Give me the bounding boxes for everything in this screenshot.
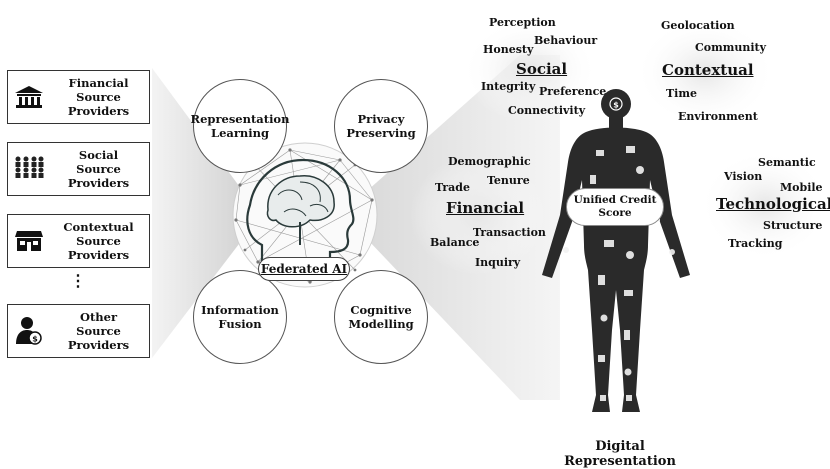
technological-category-title: Technological: [716, 195, 830, 213]
technological-word: Mobile: [780, 181, 823, 194]
contextual-word: Community: [695, 41, 767, 54]
more-providers-ellipsis: ⋮: [70, 271, 86, 290]
svg-text:$: $: [32, 335, 38, 344]
financial-category-title: Financial: [446, 199, 525, 217]
bank-icon: [10, 85, 48, 109]
dollar-coin-icon: $: [609, 97, 623, 111]
financial-word: Demographic: [448, 155, 531, 168]
financial-word: Tenure: [487, 174, 530, 187]
brain-network-icon: [232, 142, 378, 288]
technological-word: Structure: [763, 219, 823, 232]
social-category-title: Social: [516, 60, 568, 78]
financial-glow: [410, 155, 546, 275]
contextual-category-title: Contextual: [662, 61, 754, 79]
technological-word: Vision: [724, 170, 763, 183]
figure-texture: [563, 98, 675, 401]
contextual-word: Geolocation: [661, 19, 735, 32]
contextual-word: Environment: [678, 110, 758, 123]
technological-word: Tracking: [728, 237, 783, 250]
financial-word: Transaction: [473, 226, 546, 239]
financial-provider-box: Financial Source Providers: [7, 70, 150, 124]
contextual-glow: [635, 17, 775, 127]
technological-glow: [700, 150, 830, 260]
contextual-provider-box: Contextual Source Providers: [7, 214, 150, 268]
provider-label: Financial Source Providers: [67, 76, 130, 118]
federated-ai-label: Federated AI: [258, 257, 350, 281]
social-word: Behaviour: [534, 34, 598, 47]
financial-word: Inquiry: [475, 256, 521, 269]
social-word: Preference: [539, 85, 607, 98]
financial-word: Trade: [435, 181, 470, 194]
financial-word: Balance: [430, 236, 480, 249]
contextual-word: Time: [666, 87, 698, 100]
svg-text:$: $: [613, 101, 619, 110]
store-icon: [10, 229, 48, 253]
technological-word: Semantic: [758, 156, 816, 169]
people-icon: [10, 155, 48, 183]
social-word: Integrity: [481, 80, 536, 93]
social-word: Perception: [489, 16, 556, 29]
social-word: Connectivity: [508, 104, 586, 117]
provider-label: Contextual Source Providers: [63, 220, 134, 262]
provider-label: Social Source Providers: [67, 148, 130, 190]
provider-label: Other Source Providers: [67, 310, 130, 352]
social-word: Honesty: [483, 43, 534, 56]
left-funnel: [152, 68, 242, 358]
other-provider-box: $ Other Source Providers: [7, 304, 150, 358]
user-money-icon: $: [10, 316, 48, 346]
social-glow: [462, 18, 598, 122]
social-provider-box: Social Source Providers: [7, 142, 150, 196]
